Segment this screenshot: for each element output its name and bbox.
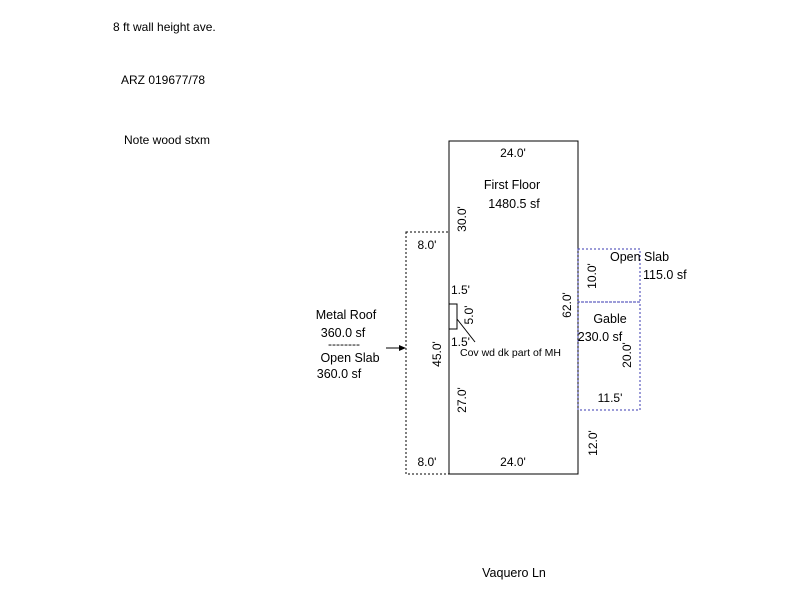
covered-deck-notch (448, 303, 458, 330)
cov-deck-note: Cov wd dk part of MH (460, 347, 561, 359)
metal-roof-name: Metal Roof (316, 308, 377, 322)
permit-note: ARZ 019677/78 (121, 73, 205, 87)
gable-outline (577, 301, 641, 411)
street-name: Vaquero Ln (482, 566, 546, 580)
first-floor-name: First Floor (484, 178, 540, 192)
notch-side-dim: 5.0' (462, 306, 476, 325)
first-floor-top-dim: 24.0' (500, 146, 526, 160)
first-floor-right-dim: 62.0' (560, 292, 574, 318)
first-floor-left-lower-dim: 27.0' (455, 387, 469, 413)
metal-roof-bottom-dim: 8.0' (418, 455, 437, 469)
metal-roof-top-dim: 8.0' (418, 238, 437, 252)
gable-area: 230.0 sf (578, 330, 623, 344)
metal-roof-outline (405, 231, 450, 475)
gable-lower-dim: 12.0' (586, 430, 600, 456)
open-slab-right-area: 115.0 sf (643, 268, 687, 282)
open-slab-right-side-dim: 10.0' (585, 263, 599, 289)
open-slab-left-area: 360.0 sf (317, 367, 362, 381)
open-slab-right-name: Open Slab (610, 250, 669, 264)
cov-leader-line (456, 318, 476, 343)
first-floor-left-upper-dim: 30.0' (455, 206, 469, 232)
open-slab-left-name: Open Slab (320, 351, 379, 365)
metal-roof-area: 360.0 sf (321, 326, 366, 340)
metal-roof-arrow-head (399, 345, 406, 351)
gable-bottom-dim: 11.5' (598, 391, 623, 405)
first-floor-area: 1480.5 sf (488, 197, 540, 211)
first-floor-bottom-dim: 24.0' (500, 455, 526, 469)
wood-note: Note wood stxm (124, 133, 210, 147)
wall-height-note: 8 ft wall height ave. (113, 20, 216, 34)
metal-roof-separator: -------- (328, 337, 360, 351)
notch-top-dim: 1.5' (451, 283, 470, 297)
metal-roof-side-dim: 45.0' (430, 341, 444, 367)
notch-bottom-dim: 1.5' (451, 335, 470, 349)
open-slab-right-outline (577, 248, 641, 303)
gable-side-dim: 20.0' (620, 342, 634, 368)
gable-name: Gable (593, 312, 626, 326)
